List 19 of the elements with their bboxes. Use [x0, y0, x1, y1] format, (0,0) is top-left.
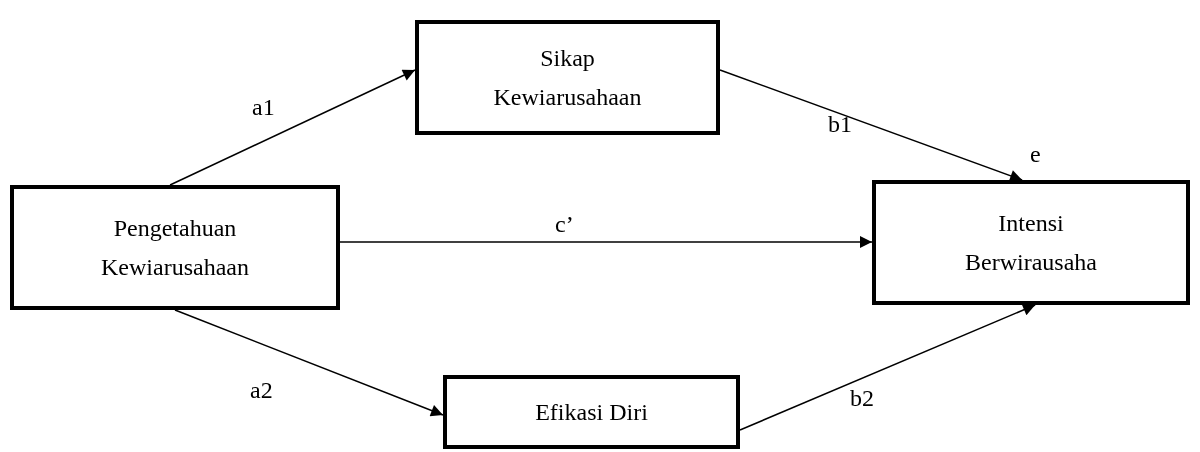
edge-label: c’ [555, 212, 574, 236]
variable-box [10, 185, 340, 310]
variable-label: Sikap Kewiarusahaan [492, 44, 643, 112]
arrow [339, 236, 873, 248]
arrow [719, 69, 1023, 182]
arrow [174, 309, 444, 417]
edge-label: a1 [252, 95, 275, 119]
error-term-label: e [1030, 142, 1041, 166]
edge-label: b1 [828, 112, 852, 136]
edge-label: a2 [250, 378, 273, 402]
variable-box [872, 180, 1190, 305]
variable-label: Intensi Berwirausaha [964, 209, 1098, 277]
variable-box [443, 375, 740, 449]
variable-label: Pengetahuan Kewiarusahaan [100, 214, 250, 282]
variable-box [415, 20, 720, 135]
arrow [739, 304, 1036, 431]
variable-label: Efikasi Diri [535, 397, 648, 427]
edge-label: b2 [850, 386, 874, 410]
arrow [169, 69, 416, 186]
